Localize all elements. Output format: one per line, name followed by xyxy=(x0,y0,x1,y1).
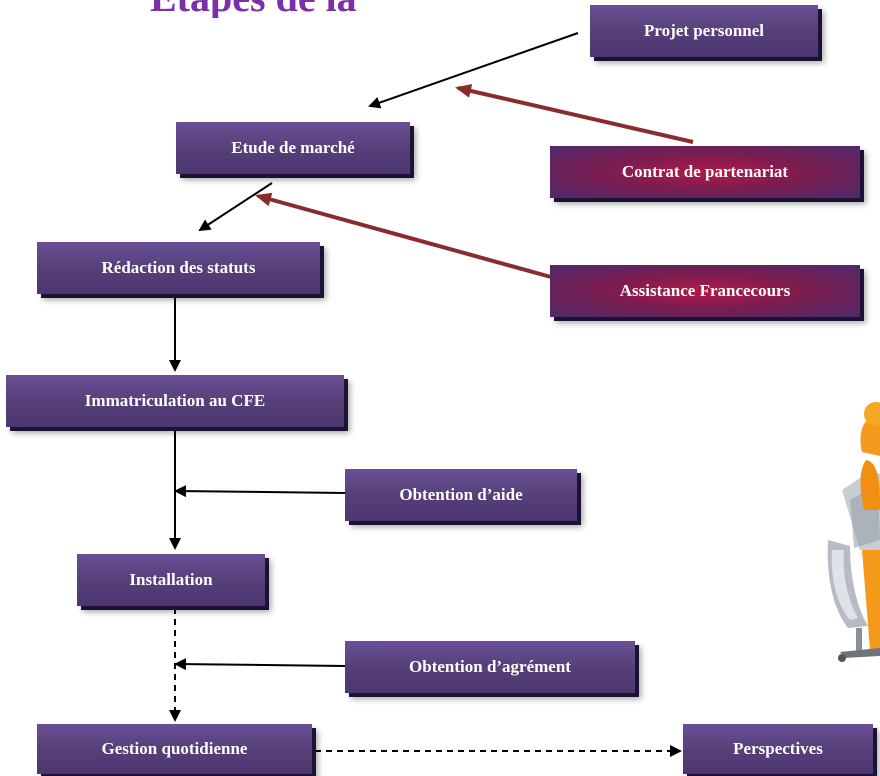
node-obtention-agrement: Obtention d’agrément xyxy=(345,641,635,693)
arrow-agrement-to-flow xyxy=(174,658,346,671)
arrow-contrat-to-etude xyxy=(455,84,694,144)
person-on-chair-illustration xyxy=(827,402,880,662)
node-immatriculation-cfe: Immatriculation au CFE xyxy=(6,375,344,427)
page-title: Etapes de la xyxy=(150,0,380,18)
node-redaction-des-statuts: Rédaction des statuts xyxy=(37,242,320,294)
node-assistance-francecours: Assistance Francecours xyxy=(550,265,860,317)
arrow-aide-to-flow xyxy=(174,485,346,498)
arrow-etude-to-redaction xyxy=(198,182,273,232)
arrow-assistance-to-etude xyxy=(255,192,552,279)
node-obtention-aide: Obtention d’aide xyxy=(345,469,577,521)
arrow-projet-to-etude xyxy=(368,32,579,109)
node-contrat-de-partenariat: Contrat de partenariat xyxy=(550,146,860,198)
node-installation: Installation xyxy=(77,554,265,606)
node-etude-de-marche: Etude de marché xyxy=(176,122,410,174)
node-projet-personnel: Projet personnel xyxy=(590,5,818,57)
node-perspectives: Perspectives xyxy=(683,724,873,774)
node-gestion-quotidienne: Gestion quotidienne xyxy=(37,724,312,774)
